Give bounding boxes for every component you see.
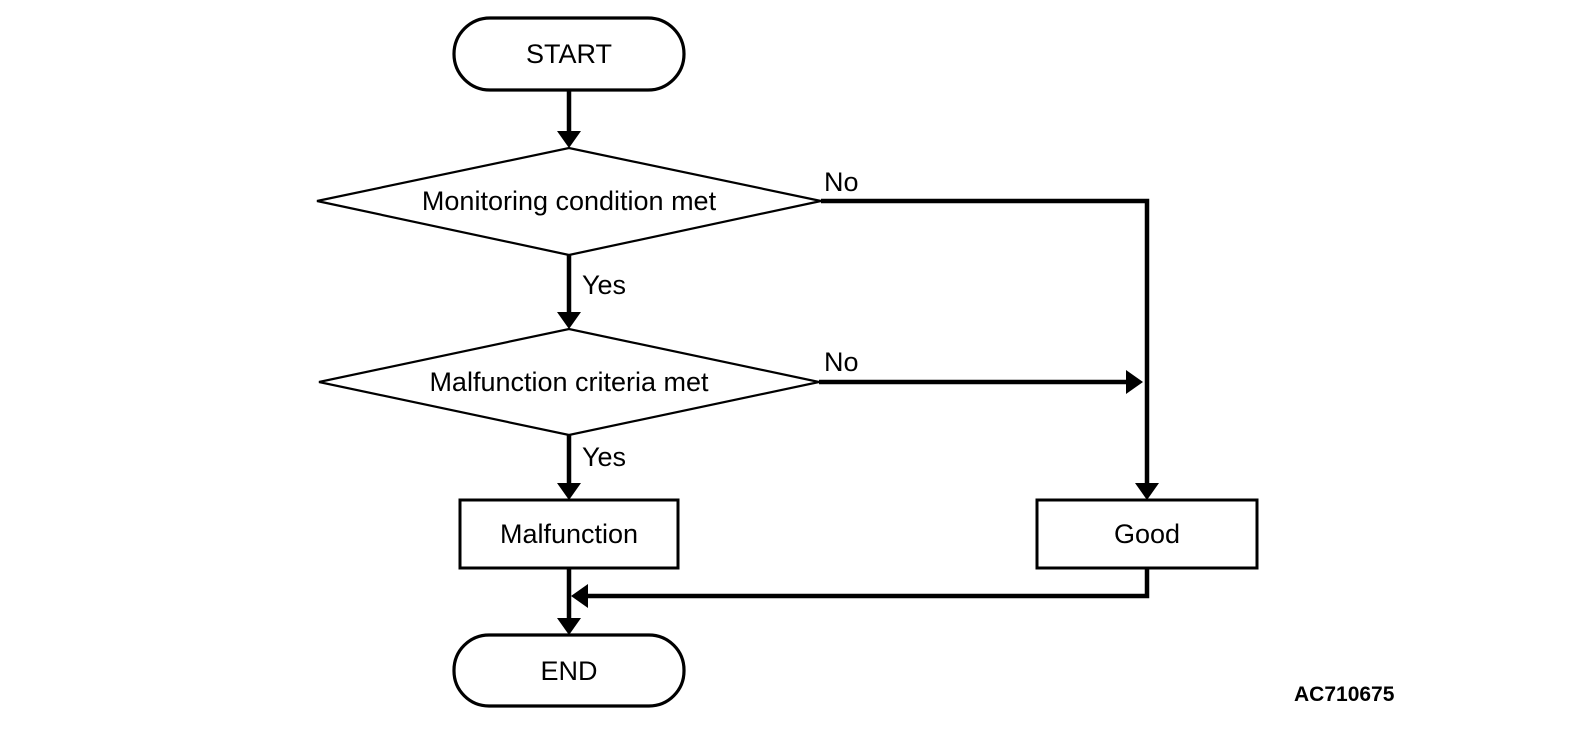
- arrowhead-into-good: [1135, 483, 1159, 500]
- good-node: [1035, 498, 1259, 570]
- arrowhead-criteria-no-join: [1126, 370, 1143, 394]
- end-node: [452, 633, 686, 708]
- decision-monitoring: [316, 146, 822, 257]
- figure-code-caption: AC710675: [1294, 683, 1395, 706]
- end-label: END: [540, 656, 597, 686]
- edge-good-to-join: [578, 568, 1150, 599]
- malfunction-label: Malfunction: [500, 519, 638, 549]
- arrowhead-into-monitoring: [557, 131, 581, 148]
- arrowhead-good-join: [571, 584, 588, 608]
- edge-label-monitoring-yes: Yes: [582, 270, 626, 300]
- start-label: START: [526, 39, 612, 69]
- edge-label-monitoring-no: No: [824, 167, 859, 197]
- edge-label-criteria-yes: Yes: [582, 442, 626, 472]
- edge-label-criteria-no: No: [824, 347, 859, 377]
- good-label: Good: [1114, 519, 1180, 549]
- arrowhead-into-malfunction: [557, 483, 581, 500]
- decision-criteria-label: Malfunction criteria met: [429, 367, 709, 397]
- malfunction-node: [458, 498, 680, 570]
- decision-monitoring-label: Monitoring condition met: [422, 186, 717, 216]
- arrowhead-into-criteria: [557, 312, 581, 329]
- edge-monitoring-no: [821, 198, 1150, 494]
- arrowhead-into-end: [557, 618, 581, 635]
- start-node: [452, 16, 686, 92]
- decision-criteria: [318, 327, 820, 437]
